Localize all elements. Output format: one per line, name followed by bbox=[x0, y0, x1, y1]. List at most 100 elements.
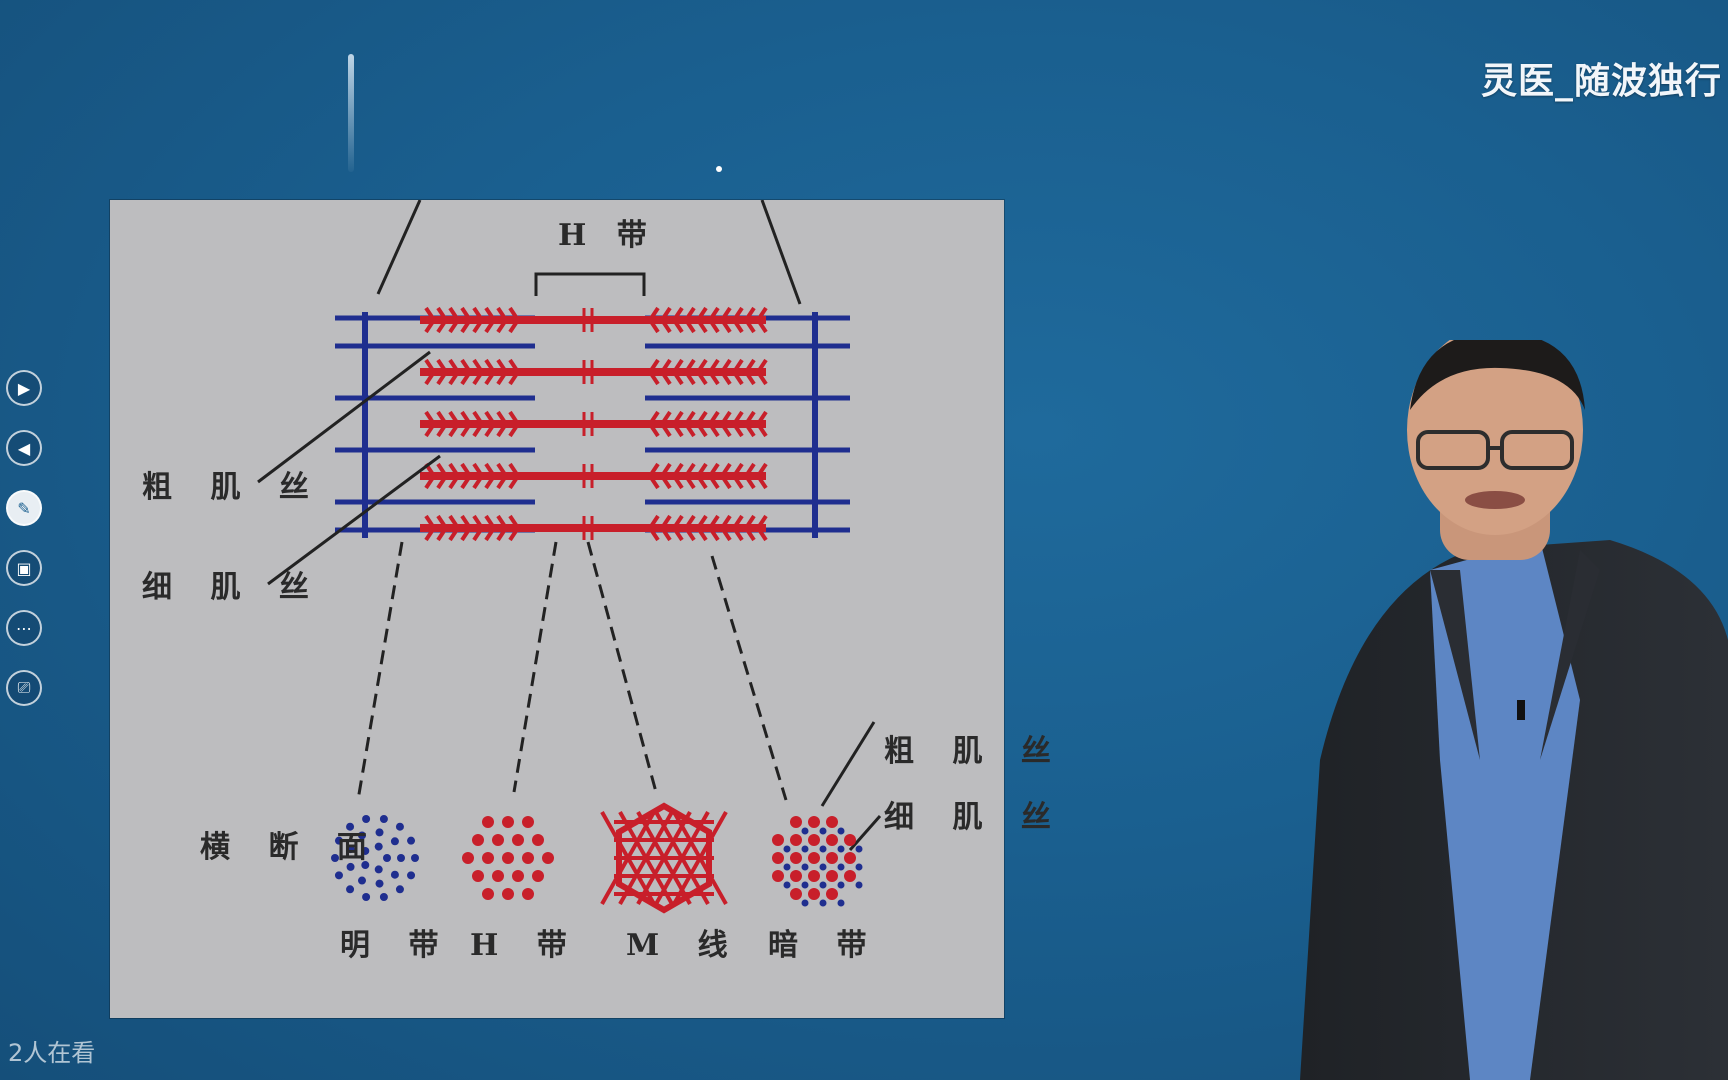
myosin-head bbox=[448, 514, 461, 542]
thick-dot bbox=[492, 870, 504, 882]
h-band-top-label: H 带 bbox=[558, 218, 657, 253]
cross-section-label: 横 断 面 bbox=[200, 830, 381, 865]
section-pointer bbox=[710, 555, 788, 801]
myosin-head bbox=[508, 306, 521, 334]
myosin-head bbox=[707, 462, 720, 490]
thin-dot bbox=[346, 822, 355, 831]
thin-dot bbox=[855, 863, 863, 871]
thin-dot bbox=[346, 845, 355, 854]
myosin-head bbox=[683, 306, 696, 334]
myosin-head bbox=[707, 358, 720, 386]
screen-icon[interactable]: ▣ bbox=[6, 550, 42, 586]
thin-dot bbox=[407, 836, 416, 845]
myosin-head bbox=[460, 306, 473, 334]
thick-dot bbox=[532, 834, 544, 846]
thick-filament-label-left: 粗 肌 丝 bbox=[142, 470, 323, 505]
myosin-head bbox=[508, 462, 521, 490]
cast-icon[interactable]: ⎚ bbox=[6, 670, 42, 706]
myosin-head bbox=[671, 306, 684, 334]
section-pointer bbox=[512, 541, 558, 793]
myosin-head bbox=[448, 462, 461, 490]
thin-dot bbox=[362, 815, 371, 824]
thick-dot bbox=[512, 870, 524, 882]
channel-watermark: 灵医_随波独行 bbox=[1480, 61, 1722, 102]
pen-icon[interactable]: ✎ bbox=[6, 490, 42, 526]
myosin-head bbox=[496, 462, 509, 490]
thin-dot bbox=[801, 827, 809, 835]
thin-dot bbox=[801, 863, 809, 871]
myosin-head bbox=[755, 358, 768, 386]
thick-dot bbox=[772, 852, 784, 864]
section-label-dark-band: 暗 带 bbox=[768, 928, 881, 963]
myosin-head bbox=[719, 462, 732, 490]
thin-dot bbox=[837, 845, 845, 853]
myosin-head bbox=[755, 306, 768, 334]
section-label-m-line: M 线 bbox=[626, 928, 742, 963]
myosin-head bbox=[424, 306, 437, 334]
thin-filament-label-left: 细 肌 丝 bbox=[142, 570, 323, 605]
thick-dot bbox=[808, 834, 820, 846]
thin-dot bbox=[819, 863, 827, 871]
lattice-line bbox=[672, 811, 728, 905]
myosin-head bbox=[508, 514, 521, 542]
myosin-head bbox=[647, 306, 660, 334]
thick-dot bbox=[482, 816, 494, 828]
myosin-head bbox=[731, 462, 744, 490]
thick-dot bbox=[808, 888, 820, 900]
thin-dot bbox=[362, 892, 371, 901]
thin-dot bbox=[783, 881, 791, 889]
more-icon[interactable]: ⋯ bbox=[6, 610, 42, 646]
thick-dot bbox=[790, 834, 802, 846]
myosin-head bbox=[424, 358, 437, 386]
thin-dot bbox=[837, 881, 845, 889]
thick-dot bbox=[790, 852, 802, 864]
myosin-head bbox=[695, 410, 708, 438]
thin-dot bbox=[331, 854, 339, 862]
thin-dot bbox=[819, 899, 827, 907]
thick-dot bbox=[502, 888, 514, 900]
section-pointer bbox=[586, 541, 658, 793]
myosin-head bbox=[496, 306, 509, 334]
thin-dot bbox=[819, 827, 827, 835]
thick-dot bbox=[482, 852, 494, 864]
thin-dot bbox=[358, 876, 366, 885]
pointer-line bbox=[848, 815, 882, 851]
myosin-head bbox=[647, 410, 660, 438]
pointer-line bbox=[820, 721, 876, 807]
myosin-head bbox=[671, 462, 684, 490]
myosin-head bbox=[743, 514, 756, 542]
myosin-head bbox=[436, 306, 449, 334]
thin-dot bbox=[374, 842, 383, 851]
myosin-head bbox=[671, 358, 684, 386]
thin-dot bbox=[837, 863, 845, 871]
myosin-head bbox=[743, 306, 756, 334]
laser-pointer-dot bbox=[716, 166, 722, 172]
thin-dot bbox=[379, 892, 388, 901]
thin-dot bbox=[819, 845, 827, 853]
myosin-head bbox=[424, 410, 437, 438]
thick-dot bbox=[808, 816, 820, 828]
myosin-head bbox=[647, 514, 660, 542]
thick-dot bbox=[772, 834, 784, 846]
myosin-head bbox=[659, 410, 672, 438]
myosin-head bbox=[448, 306, 461, 334]
myosin-head bbox=[647, 358, 660, 386]
lattice-line bbox=[654, 811, 710, 905]
myosin-head bbox=[496, 358, 509, 386]
myosin-head bbox=[436, 358, 449, 386]
section-label-h-band: H 带 bbox=[470, 928, 581, 963]
myosin-head bbox=[496, 514, 509, 542]
thin-dot bbox=[801, 845, 809, 853]
myosin-head bbox=[460, 358, 473, 386]
myosin-head bbox=[484, 358, 497, 386]
back-icon[interactable]: ◀ bbox=[6, 430, 42, 466]
section-label-light-band: 明 带 bbox=[340, 928, 453, 963]
pointer-line bbox=[376, 200, 422, 295]
thick-dot bbox=[462, 852, 474, 864]
slide-diagram: H 带 粗 肌 丝 细 肌 丝 横 断 面 粗 肌 丝 细 肌 丝 明 带 H … bbox=[110, 200, 1051, 1018]
pointer-line bbox=[257, 350, 431, 484]
presenter-video bbox=[1300, 340, 1728, 1080]
thick-dot bbox=[532, 870, 544, 882]
thick-dot bbox=[790, 816, 802, 828]
play-icon[interactable]: ▶ bbox=[6, 370, 42, 406]
